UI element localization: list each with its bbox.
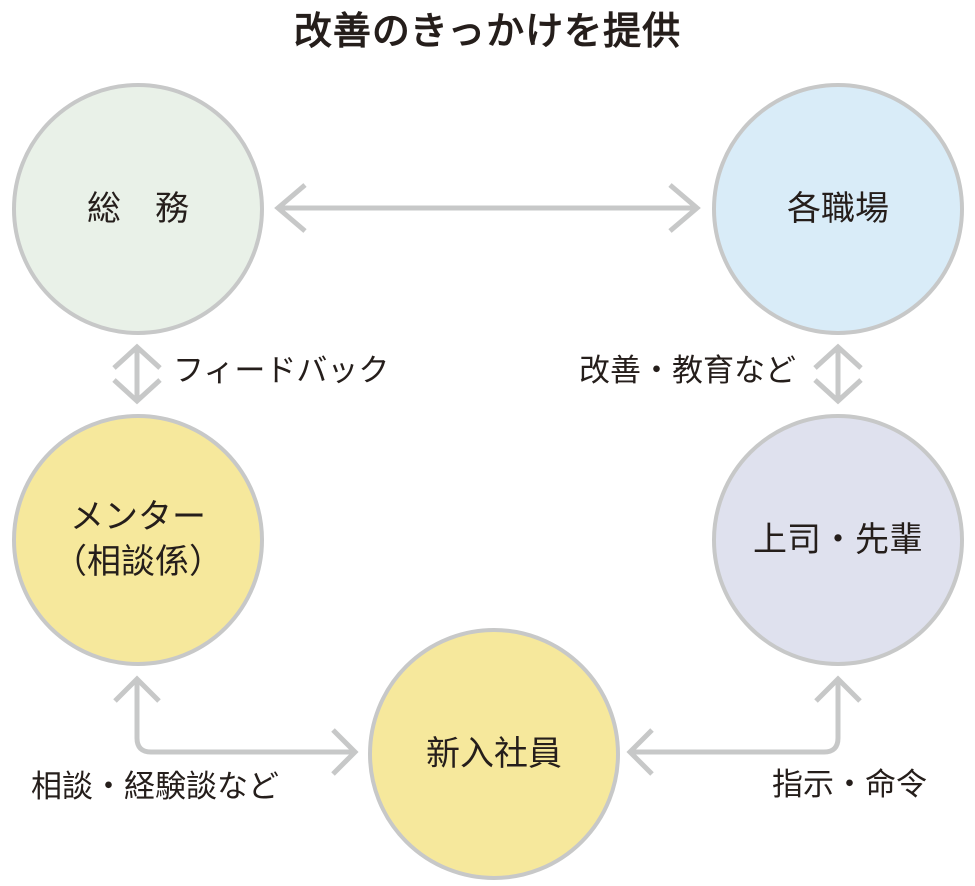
node-shinnyu-shain: 新入社員 xyxy=(368,628,620,880)
arrow-soumu-kakushokuba xyxy=(274,183,701,233)
node-shinnyu-shain-label: 新入社員 xyxy=(426,734,562,773)
node-mentor-label-line1: メンター xyxy=(70,498,206,536)
arrow-soumu-mentor xyxy=(112,343,162,405)
edge-label-kaizen-kyoiku: 改善・教育など xyxy=(579,353,796,388)
arrow-joshi-senpai-shinnyu-shain xyxy=(626,675,862,776)
arrow-kakushokuba-joshi-senpai xyxy=(813,343,863,405)
edge-label-soudan-keikendan: 相談・経験談など xyxy=(31,769,279,804)
diagram-title: 改善のきっかけを提供 xyxy=(293,11,682,53)
node-kakushokuba-label: 各職場 xyxy=(787,189,889,228)
node-joshi-senpai-label: 上司・先輩 xyxy=(753,520,923,559)
node-soumu-label: 総 務 xyxy=(87,189,189,228)
node-mentor: メンター （相談係） xyxy=(12,414,264,666)
node-mentor-label-line2: （相談係） xyxy=(53,543,223,581)
edge-label-feedback: フィードバック xyxy=(173,353,390,388)
node-kakushokuba: 各職場 xyxy=(712,83,964,335)
edge-label-shiji-meirei: 指示・命令 xyxy=(772,767,927,802)
node-joshi-senpai: 上司・先輩 xyxy=(712,414,964,666)
node-soumu: 総 務 xyxy=(12,83,264,335)
arrow-mentor-shinnyu-shain xyxy=(113,675,359,776)
